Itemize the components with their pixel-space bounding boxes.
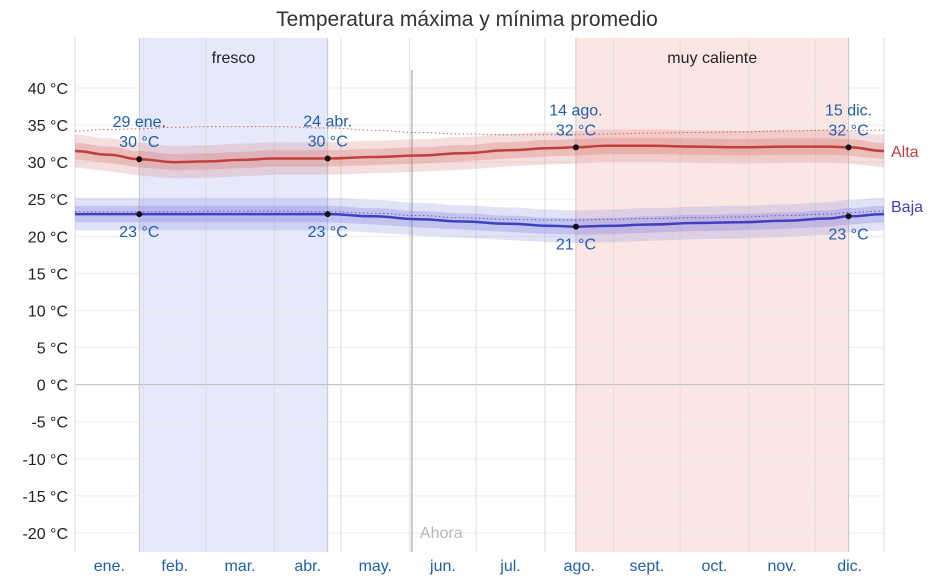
annotation-date: 15 dic.	[825, 102, 872, 119]
annotation-point	[845, 213, 852, 220]
x-tick-label: jul.	[499, 558, 520, 575]
x-tick-label: ago.	[564, 558, 595, 575]
grid-lines: Ahora	[74, 38, 885, 552]
y-tick-label: -20 °C	[22, 526, 68, 543]
y-tick-label: 15 °C	[28, 266, 68, 283]
annotation-value: 23 °C	[119, 224, 159, 241]
annotation-value: 23 °C	[308, 224, 348, 241]
annotation-point	[572, 144, 579, 151]
x-tick-label: ene.	[94, 558, 125, 575]
annotation-point	[324, 211, 331, 218]
series-label: Baja	[891, 199, 923, 216]
x-tick-label: dic.	[837, 558, 862, 575]
annotation-date: 24 abr.	[303, 113, 352, 130]
x-tick-label: oct.	[702, 558, 728, 575]
y-tick-label: 30 °C	[28, 155, 68, 172]
y-tick-label: 25 °C	[28, 192, 68, 209]
series-line-alta	[74, 144, 885, 164]
now-label: Ahora	[420, 525, 463, 542]
annotation-value: 30 °C	[308, 133, 348, 150]
annotation-point	[572, 223, 579, 230]
annotation-points	[136, 144, 852, 230]
season-label: muy caliente	[667, 50, 757, 67]
x-tick-label: mar.	[225, 558, 256, 575]
percentile-band	[75, 197, 884, 243]
series-line-baja	[75, 212, 885, 228]
y-axis: 40 °C 35 °C 30 °C 25 °C 20 °C 15 °C 10 °C 5 °C 0…	[22, 81, 68, 543]
annotation-date: 29 ene.	[113, 114, 166, 131]
annotation-date: 14 ago.	[549, 102, 602, 119]
annotation-labels: 29 ene. 30 °C 24 abr. 30 °C 14 ago. 32 °C 15 d…	[113, 102, 873, 253]
percentile-band	[75, 129, 884, 179]
y-tick-label: 20 °C	[28, 229, 68, 246]
series-label: Alta	[891, 144, 919, 161]
season-bands: fresco muy caliente	[139, 38, 849, 552]
season-band	[139, 38, 328, 552]
annotation-value: 21 °C	[556, 237, 596, 254]
y-tick-label: 5 °C	[37, 341, 68, 358]
x-tick-label: sept.	[629, 558, 664, 575]
annotation-value: 23 °C	[828, 226, 868, 243]
annotation-value: 30 °C	[119, 134, 159, 151]
annotation-point	[324, 155, 331, 162]
annotation-point	[845, 144, 852, 151]
x-tick-label: may.	[359, 558, 392, 575]
y-tick-label: -5 °C	[31, 415, 68, 432]
y-tick-label: -10 °C	[22, 452, 68, 469]
x-tick-label: feb.	[161, 558, 188, 575]
x-tick-label: abr.	[294, 558, 321, 575]
y-tick-label: 40 °C	[28, 81, 68, 98]
season-label: fresco	[212, 50, 256, 67]
annotation-point	[136, 156, 143, 163]
y-tick-label: 0 °C	[37, 378, 68, 395]
reference-dotted-line	[74, 210, 885, 221]
x-axis: ene. feb. mar. abr. may. jun. jul. ago. sept. oct…	[94, 558, 862, 575]
y-tick-label: 35 °C	[28, 118, 68, 135]
y-tick-label: 10 °C	[28, 303, 68, 320]
annotation-value: 32 °C	[556, 122, 596, 139]
season-band	[575, 38, 849, 552]
x-tick-label: jun.	[429, 558, 456, 575]
annotation-point	[136, 211, 143, 218]
x-tick-label: nov.	[768, 558, 797, 575]
reference-dotted-line	[74, 126, 884, 136]
annotation-value: 32 °C	[828, 122, 868, 139]
y-tick-label: -15 °C	[22, 489, 68, 506]
chart-title: Temperatura máxima y mínima promedio	[276, 8, 658, 31]
